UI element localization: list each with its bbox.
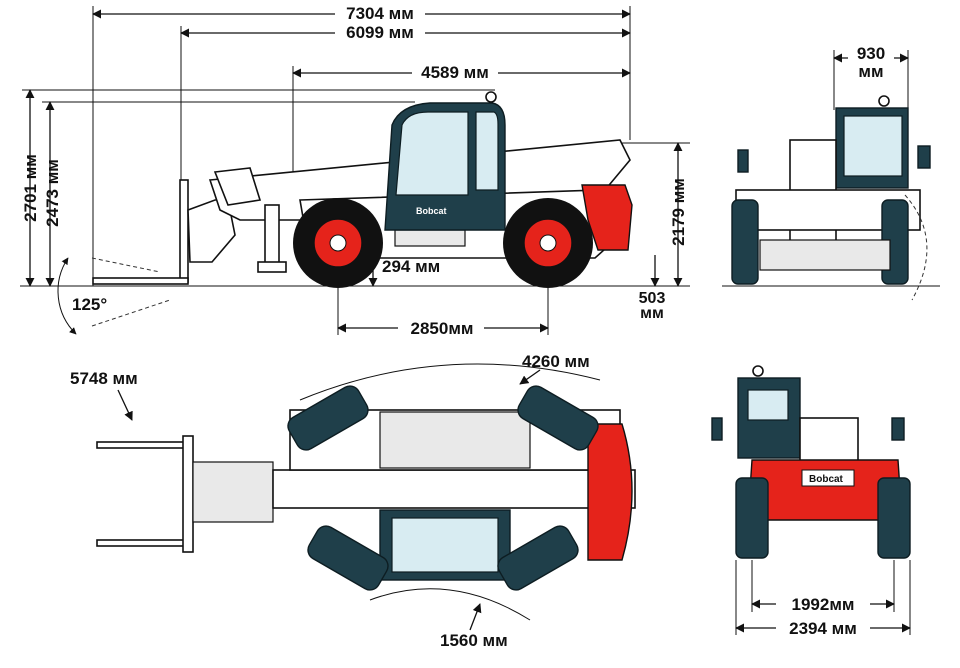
top-view: 5748 мм 4260 мм 1560 мм (70, 352, 636, 650)
cab-width-unit: мм (858, 62, 883, 81)
rear-view: Bobcat 1992мм 2394 мм (711, 365, 911, 638)
fork-carriage-plate (179, 179, 189, 283)
axle-to-rear-label: 4589 мм (421, 63, 489, 82)
front-view: 930 мм (722, 44, 940, 301)
beacon-light (878, 95, 890, 107)
max-height-label: 2701 мм (21, 154, 40, 222)
top-rear-left-tyre (517, 385, 599, 451)
boom-head (213, 167, 262, 206)
front-wheel (293, 198, 383, 288)
rear-right-mirror (891, 417, 905, 441)
top-counterweight (587, 423, 633, 561)
wheel-turning-radius-label: 4260 мм (522, 352, 590, 371)
fork-tilt-arc (57, 257, 77, 335)
overall-width-label: 2394 мм (789, 619, 857, 638)
beacon-light (752, 365, 764, 377)
turning-arc-wheels (299, 363, 601, 401)
wheel-turning-radius-leader (519, 369, 541, 385)
rear-wheel (503, 198, 593, 288)
overall-length-label: 7304 мм (346, 4, 414, 23)
outer-turning-radius-leader (117, 389, 133, 421)
top-boom (272, 469, 636, 509)
top-front-right-tyre (307, 525, 389, 591)
side-logo: Bobcat (416, 206, 447, 216)
top-rear-right-tyre (497, 525, 579, 591)
top-boom-head (192, 461, 274, 523)
length-to-carriage-label: 6099 мм (346, 23, 414, 42)
front-left-tyre (731, 199, 759, 285)
inner-turning-radius-leader (469, 603, 482, 631)
top-front-left-tyre (287, 385, 369, 451)
rear-logo-plate (801, 469, 855, 487)
counterweight (581, 184, 633, 251)
rear-clearance-value: 503 (639, 290, 666, 307)
rear-left-mirror (711, 417, 723, 441)
stabilizer-leg (264, 204, 280, 266)
rear-right-tyre (877, 477, 911, 559)
top-engine-cover (379, 411, 531, 469)
wheelbase-label: 2850мм (411, 319, 474, 338)
rear-engine-block (799, 417, 859, 464)
top-carriage (182, 435, 194, 553)
left-mirror (737, 149, 749, 173)
front-axle (759, 239, 891, 271)
carriage-head (187, 199, 236, 263)
fork-tine (92, 277, 189, 285)
label-bg (776, 594, 870, 612)
rear-left-tyre (735, 477, 769, 559)
rear-window (747, 389, 789, 421)
chassis-step (394, 229, 466, 247)
label-bg (398, 318, 484, 336)
label-bg (776, 618, 870, 636)
cab-width-value: 930 (857, 44, 885, 63)
front-windshield (843, 115, 903, 177)
cab-rear-window (475, 111, 499, 191)
top-fork-lower (96, 539, 193, 547)
label-bg (848, 44, 894, 80)
side-view: 7304 мм 6099 мм 4589 мм 2701 мм 2473 мм … (20, 4, 690, 338)
top-fork-upper (96, 441, 193, 449)
inner-turning-radius-label: 1560 мм (440, 631, 508, 650)
label-bg (335, 4, 425, 22)
ground-clearance-label: 294 мм (382, 257, 440, 276)
right-mirror (917, 145, 931, 169)
rear-logo: Bobcat (809, 474, 844, 485)
fork-tilt-line-up (91, 257, 161, 273)
stabilizer-swing-arc (904, 194, 928, 301)
turning-arc-inner (369, 588, 531, 621)
beacon-light (485, 91, 497, 103)
top-cab-roof (391, 517, 499, 573)
label-bg (335, 23, 425, 41)
cab-side-window (395, 111, 469, 196)
fork-tilt-angle-label: 125° (72, 295, 107, 314)
track-width-label: 1992мм (792, 595, 855, 614)
boom-pivot-height-label: 2179 мм (669, 178, 688, 246)
label-bg (412, 62, 498, 80)
outer-turning-radius-label: 5748 мм (70, 369, 138, 388)
cab-height-label: 2473 мм (43, 159, 62, 227)
stabilizer-pad (257, 261, 287, 273)
rear-clearance-unit: мм (640, 305, 664, 322)
